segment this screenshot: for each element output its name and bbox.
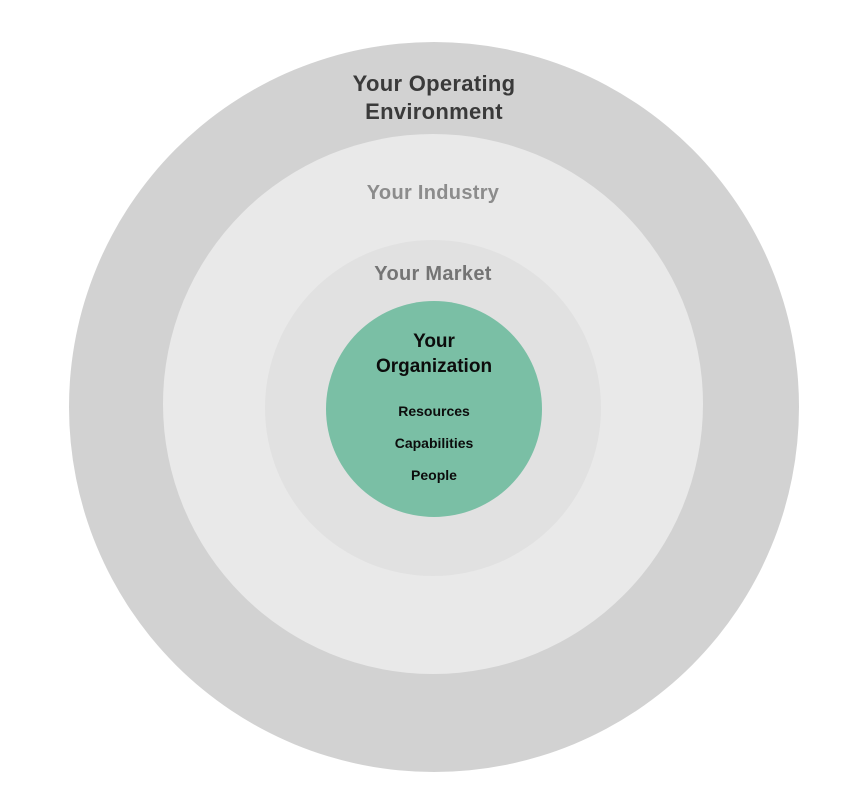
organization-item-people: People — [411, 467, 457, 483]
ring-operating-environment-label: Your Operating Environment — [352, 71, 516, 124]
ring-industry: Your Industry Your Market Your Organizat… — [163, 134, 703, 674]
ring-organization: Your Organization Resources Capabilities… — [326, 301, 542, 517]
ring-market: Your Market Your Organization Resources … — [265, 240, 601, 576]
ring-market-label: Your Market — [374, 263, 492, 285]
organization-item-capabilities: Capabilities — [394, 435, 474, 451]
ring-organization-label: Your Organization — [375, 331, 493, 377]
ring-industry-label: Your Industry — [366, 182, 500, 204]
ring-operating-environment: Your Operating Environment Your Industry… — [69, 42, 799, 772]
organization-item-resources: Resources — [398, 403, 470, 419]
